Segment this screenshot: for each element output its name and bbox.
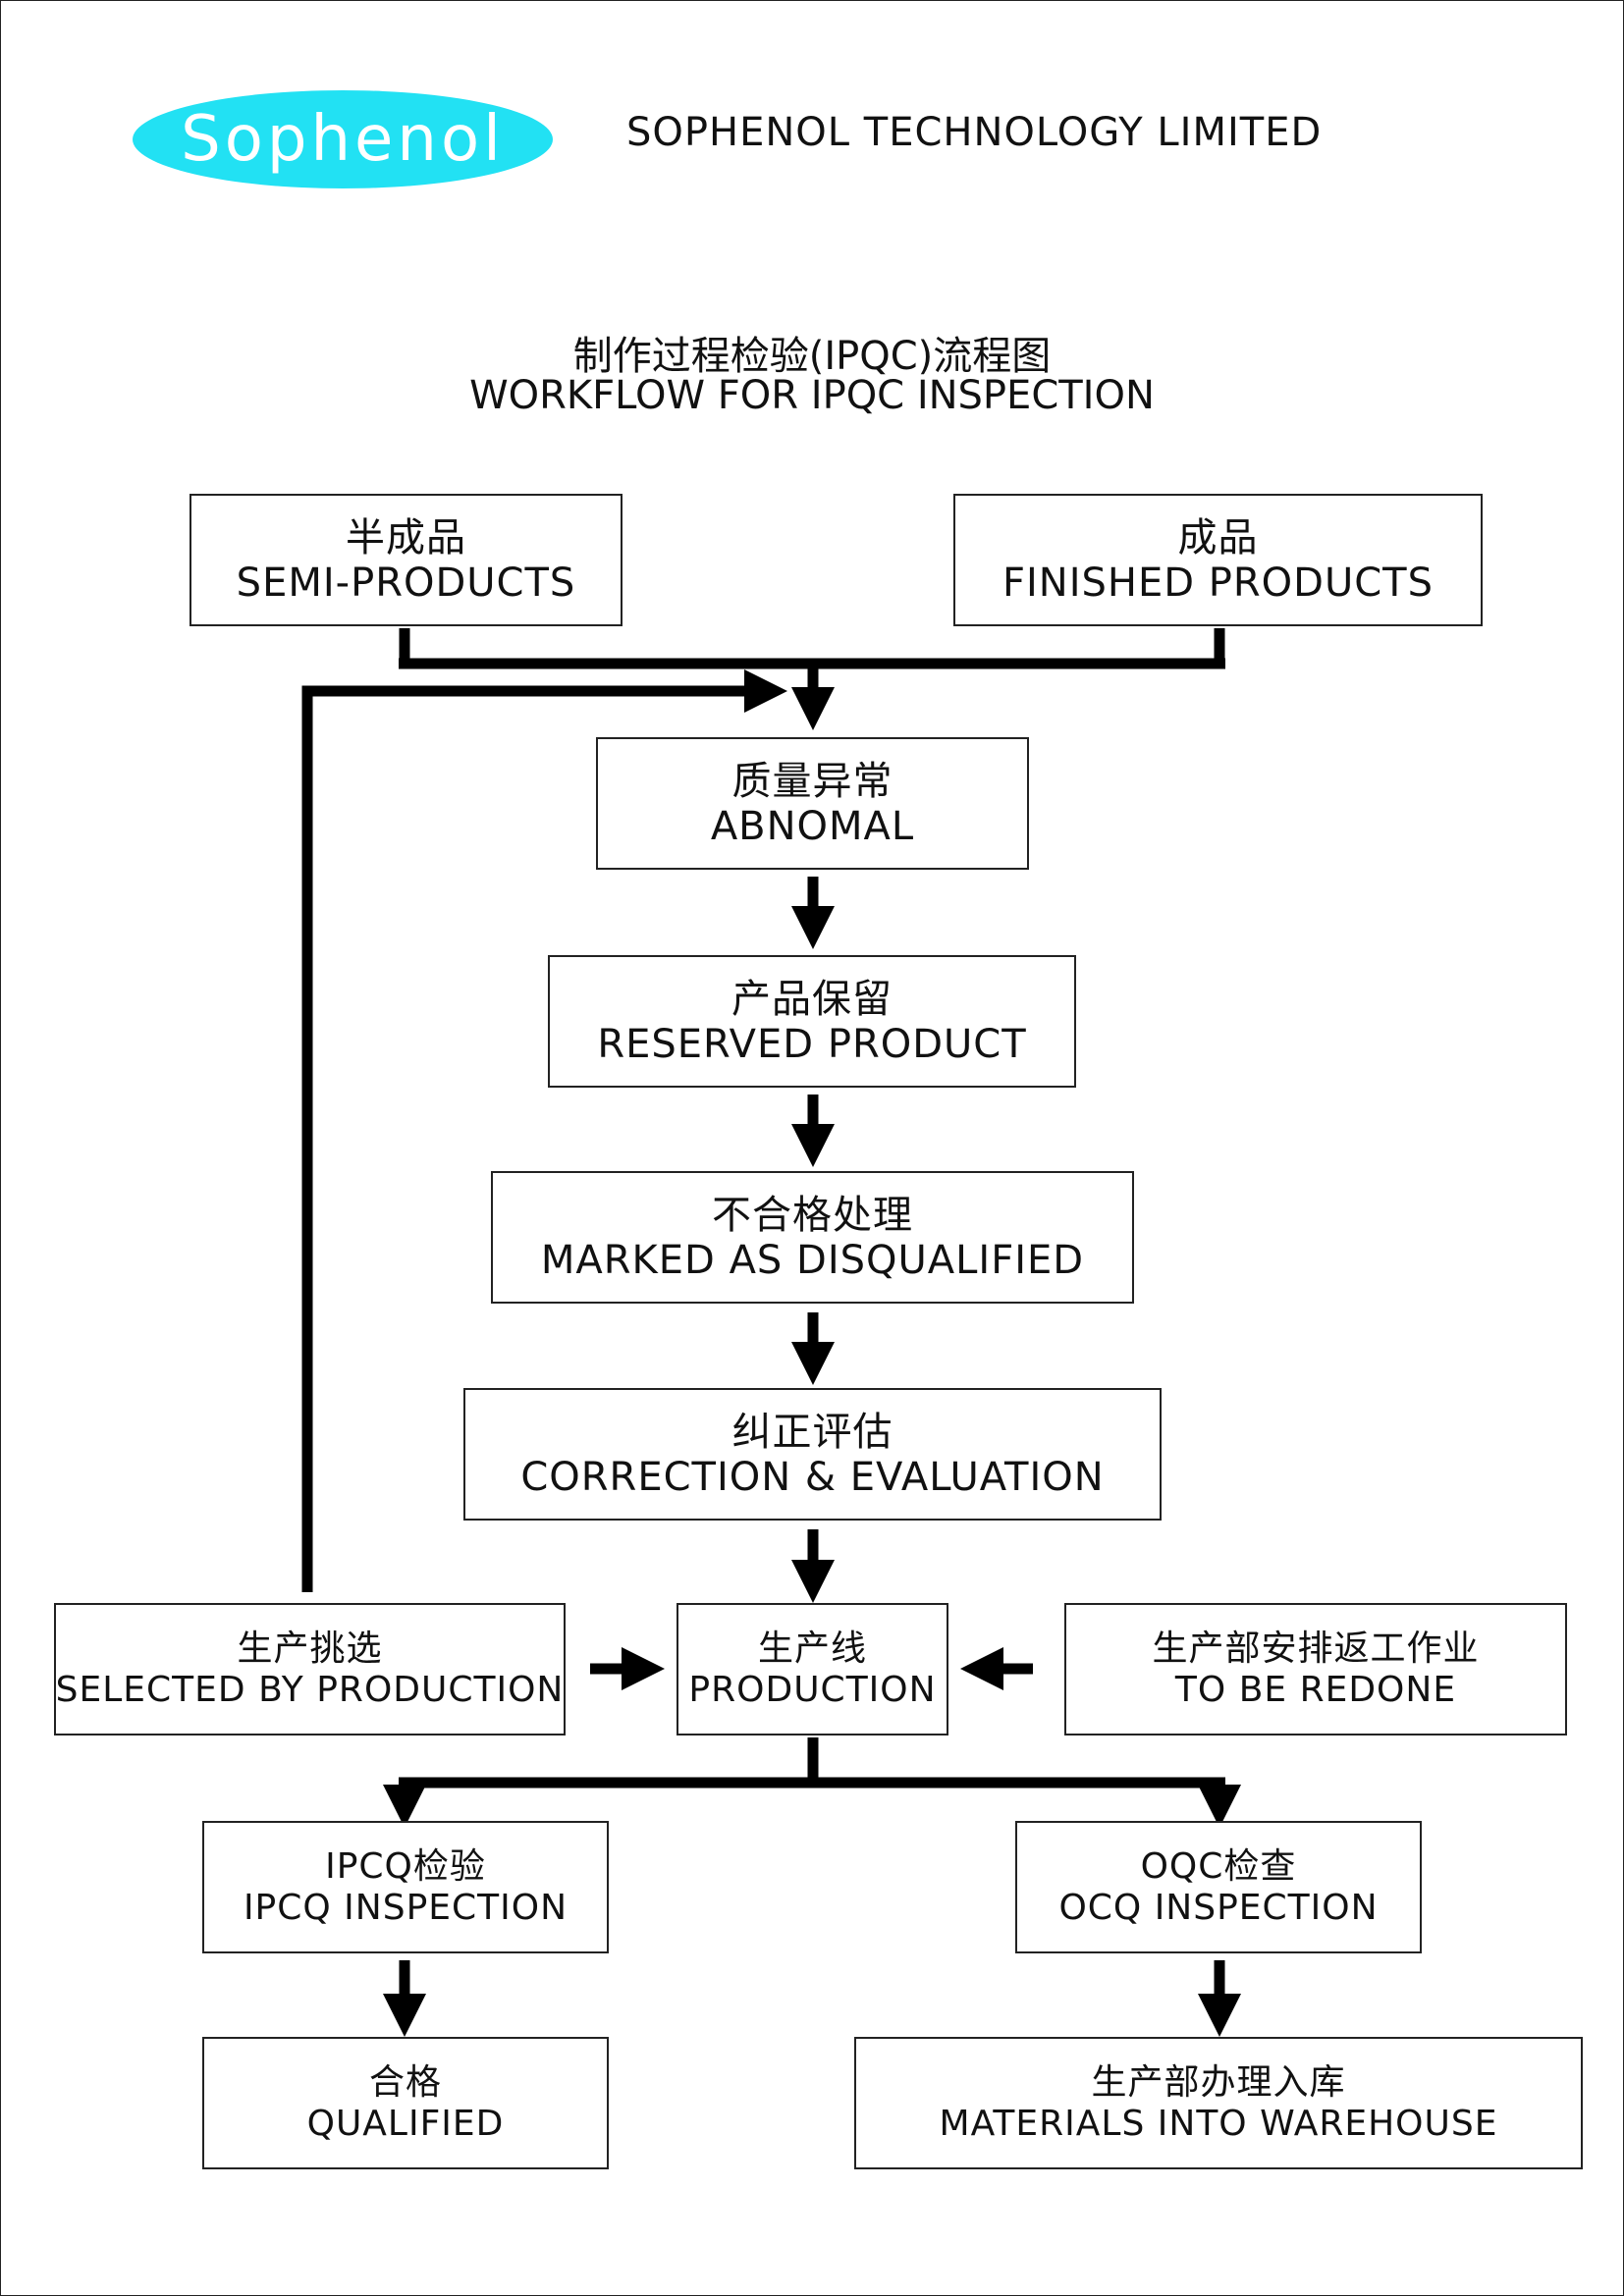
node-label-en: MATERIALS INTO WAREHOUSE [939,2103,1498,2144]
node-label-en: ABNOMAL [710,803,915,849]
node-label-zh: IPCQ检验 [325,1846,486,1888]
node-qualified: 合格 QUALIFIED [202,2037,609,2169]
node-to-be-redone: 生产部安排返工作业 TO BE REDONE [1064,1603,1567,1735]
node-production: 生产线 PRODUCTION [677,1603,948,1735]
node-label-zh: 纠正评估 [731,1409,893,1455]
node-label-zh: 成品 [1177,514,1259,561]
node-materials-into-warehouse: 生产部办理入库 MATERIALS INTO WAREHOUSE [854,2037,1583,2169]
node-label-en: MARKED AS DISQUALIFIED [540,1237,1085,1283]
node-label-zh: 合格 [368,2062,442,2104]
node-label-zh: 生产部安排返工作业 [1152,1629,1480,1670]
node-finished-products: 成品 FINISHED PRODUCTS [953,494,1483,626]
node-label-en: QUALIFIED [306,2103,505,2144]
node-label-zh: 不合格处理 [712,1192,913,1238]
node-reserved-product: 产品保留 RESERVED PRODUCT [548,955,1076,1088]
node-label-zh: 生产部办理入库 [1091,2062,1346,2104]
company-name: SOPHENOL TECHNOLOGY LIMITED [626,110,1323,155]
title-chinese: 制作过程检验(IPQC)流程图 [572,334,1052,379]
node-label-zh: 半成品 [346,514,466,561]
node-label-zh: 生产挑选 [237,1629,383,1670]
node-label-en: RESERVED PRODUCT [597,1021,1027,1067]
node-label-zh: 质量异常 [731,758,893,804]
node-disqualified: 不合格处理 MARKED AS DISQUALIFIED [491,1171,1134,1304]
node-oqc-inspection: OQC检查 OCQ INSPECTION [1015,1821,1422,1953]
node-label-en: CORRECTION & EVALUATION [520,1454,1105,1500]
node-label-en: SELECTED BY PRODUCTION [55,1669,565,1710]
sophenol-logo: Sophenol [133,90,553,188]
node-abnormal: 质量异常 ABNOMAL [596,737,1029,870]
node-label-en: OCQ INSPECTION [1058,1887,1379,1928]
node-label-en: PRODUCTION [688,1669,937,1710]
node-label-en: FINISHED PRODUCTS [1001,560,1434,606]
node-ipcq-inspection: IPCQ检验 IPCQ INSPECTION [202,1821,609,1953]
node-label-en: TO BE REDONE [1174,1669,1457,1710]
title-english: WORKFLOW FOR IPQC INSPECTION [469,373,1155,418]
feedback-loop-line [301,669,787,1592]
node-label-zh: 产品保留 [731,976,893,1022]
node-label-zh: OQC检查 [1140,1846,1297,1888]
node-label-en: IPCQ INSPECTION [243,1887,568,1928]
node-correction-evaluation: 纠正评估 CORRECTION & EVALUATION [463,1388,1162,1521]
logo-text: Sophenol [181,103,505,176]
node-label-en: SEMI-PRODUCTS [236,560,576,606]
node-label-zh: 生产线 [757,1629,867,1670]
node-semi-products: 半成品 SEMI-PRODUCTS [189,494,623,626]
node-selected-by-production: 生产挑选 SELECTED BY PRODUCTION [54,1603,566,1735]
